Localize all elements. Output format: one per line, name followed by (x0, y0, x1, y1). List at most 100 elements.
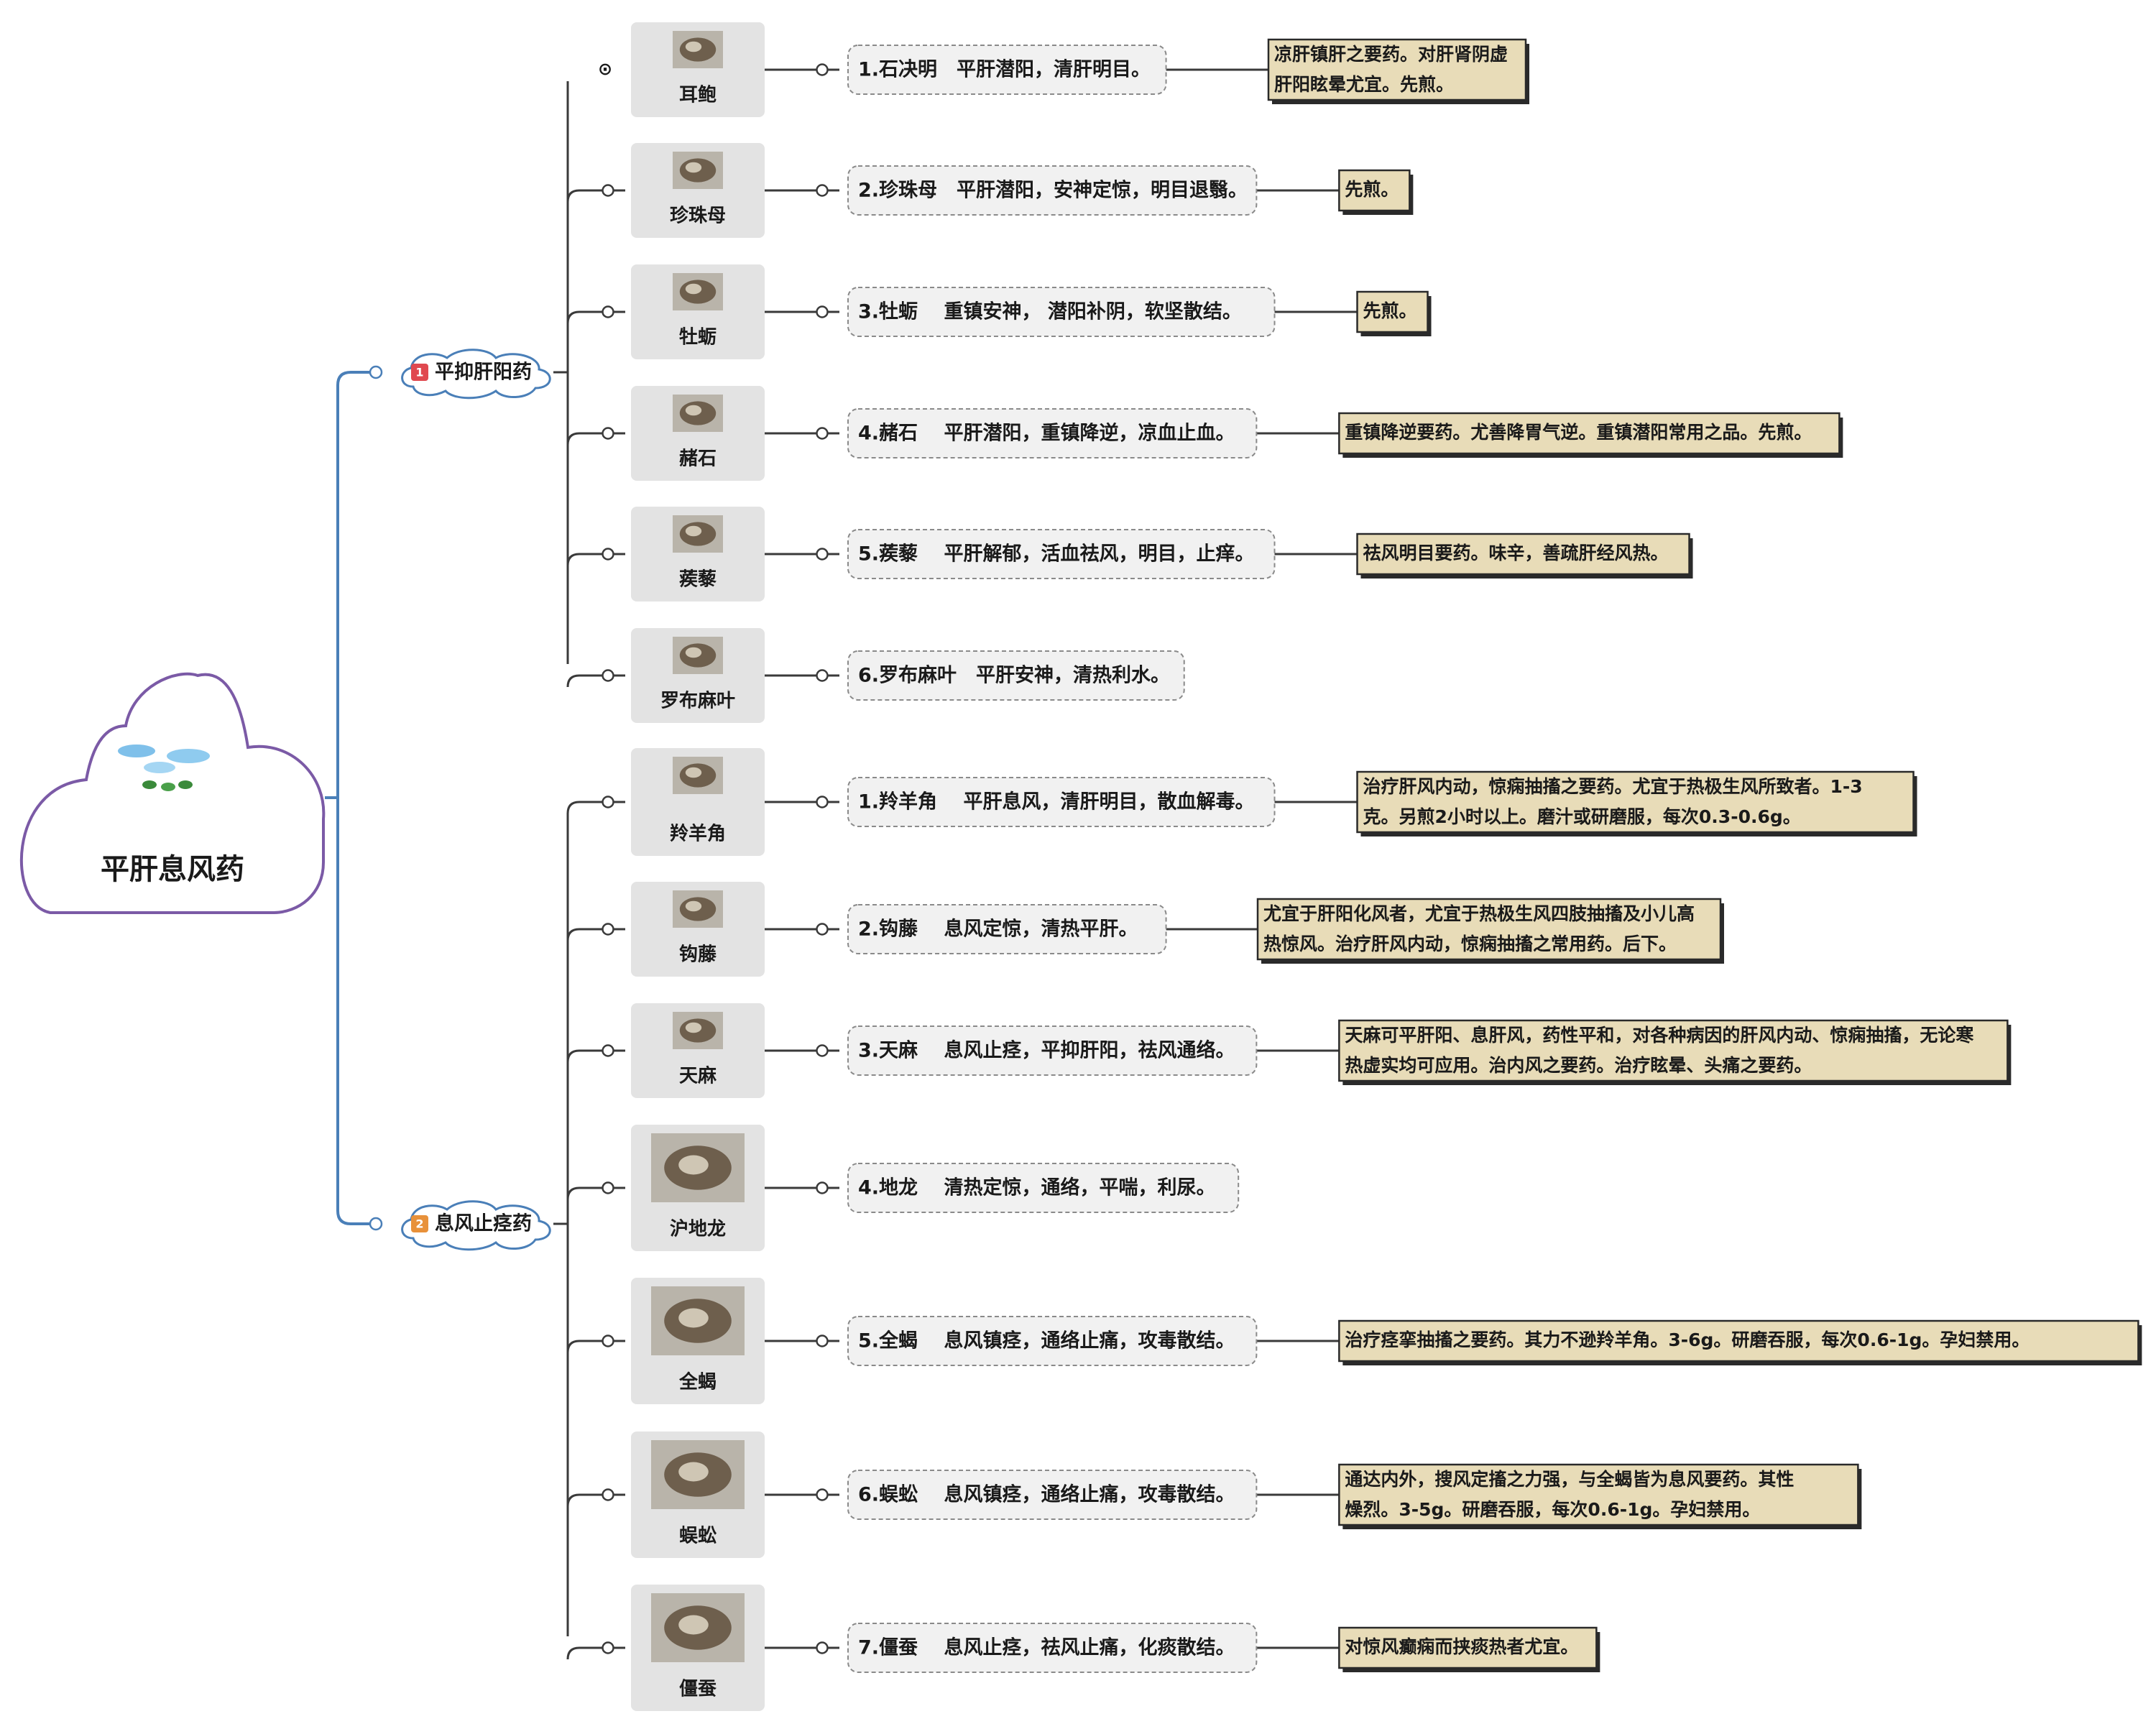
branch-collapse-knob[interactable] (603, 670, 614, 681)
description-text: 1.羚羊角 平肝息风，清肝明目，散血解毒。 (858, 790, 1254, 813)
callout-note[interactable]: 先煎。 (1339, 170, 1413, 215)
root-title: 平肝息风药 (101, 853, 244, 886)
branch-line (568, 1341, 625, 1352)
herb-name: 珍珠母 (670, 205, 726, 227)
herb-name: 全蝎 (678, 1371, 717, 1393)
group-1-collapse-knob[interactable] (370, 367, 382, 378)
description-node[interactable]: 4.地龙 清热定惊，通络，平喘，利尿。 (848, 1163, 1238, 1212)
branch-line (568, 802, 625, 813)
desc-collapse-knob[interactable] (817, 797, 828, 808)
herb-node[interactable]: 蒺藜 (631, 507, 765, 601)
description-node[interactable]: 6.蜈蚣 息风镇痉，通络止痛，攻毒散结。 (848, 1470, 1256, 1519)
description-node[interactable]: 3.天麻 息风止痉，平抑肝阳，祛风通络。 (848, 1026, 1256, 1075)
herb-node[interactable]: 天麻 (631, 1003, 765, 1098)
herb-node[interactable]: 赭石 (631, 386, 765, 481)
centipede-icon (651, 1440, 745, 1509)
herb-node[interactable]: 羚羊角 (631, 748, 765, 856)
callout-note[interactable]: 尤宜于肝阳化风者，尤宜于热极生风四肢抽搐及小儿高热惊风。治疗肝风内动，惊痫抽搐之… (1258, 899, 1724, 964)
herb-name: 沪地龙 (670, 1219, 726, 1240)
desc-collapse-knob[interactable] (817, 1183, 828, 1194)
desc-collapse-knob[interactable] (817, 65, 828, 75)
desc-collapse-knob[interactable] (817, 307, 828, 318)
desc-collapse-knob[interactable] (817, 185, 828, 196)
branch-collapse-knob[interactable] (603, 1336, 614, 1347)
callout-note[interactable]: 治疗痉挛抽搐之要药。其力不逊羚羊角。3-6g。研磨吞服，每次0.6-1g。孕妇禁… (1339, 1321, 2142, 1365)
callout-note[interactable]: 通达内外，搜风定搐之力强，与全蝎皆为息风要药。其性燥烈。3-5g。研磨吞服，每次… (1339, 1465, 1861, 1529)
description-node[interactable]: 7.僵蚕 息风止痉，祛风止痛，化痰散结。 (848, 1623, 1256, 1672)
branch-collapse-knob[interactable] (603, 185, 614, 196)
description-node[interactable]: 1.羚羊角 平肝息风，清肝明目，散血解毒。 (848, 778, 1275, 826)
callout-note[interactable]: 天麻可平肝阳、息肝风，药性平和，对各种病因的肝风内动、惊痫抽搐，无论寒热虚实均可… (1339, 1020, 2011, 1085)
description-node[interactable]: 5.蒺藜 平肝解郁，活血祛风，明目，止痒。 (848, 530, 1275, 578)
dogbane-leaf-icon (673, 637, 723, 674)
collapse-icon[interactable]: ⊙ (598, 59, 612, 79)
description-text: 6.罗布麻叶 平肝安神，清热利水。 (858, 665, 1170, 687)
desc-collapse-knob[interactable] (817, 549, 828, 560)
herb-name: 罗布麻叶 (660, 691, 735, 712)
branch-collapse-knob[interactable] (603, 1183, 614, 1194)
scorpion-icon (651, 1286, 745, 1355)
herb-name: 蒺藜 (679, 569, 717, 591)
herb-node[interactable]: 钩藤 (631, 882, 765, 977)
herb-node[interactable]: 僵蚕 (631, 1585, 765, 1711)
description-node[interactable]: 5.全蝎 息风镇痉，通络止痛，攻毒散结。 (848, 1317, 1256, 1365)
herb-node[interactable]: 罗布麻叶 (631, 628, 765, 723)
branch-collapse-knob[interactable] (603, 1490, 614, 1501)
group-2-collapse-knob[interactable] (370, 1218, 382, 1230)
description-text: 5.全蝎 息风镇痉，通络止痛，攻毒散结。 (858, 1329, 1235, 1352)
desc-collapse-knob[interactable] (817, 1490, 828, 1501)
note-text: 天麻可平肝阳、息肝风，药性平和，对各种病因的肝风内动、惊痫抽搐，无论寒 (1345, 1025, 1973, 1046)
herb-name: 牡蛎 (679, 327, 717, 349)
branch-collapse-knob[interactable] (603, 549, 614, 560)
herb-node[interactable]: 蜈蚣 (631, 1432, 765, 1558)
branch-collapse-knob[interactable] (603, 924, 614, 935)
branch-collapse-knob[interactable] (603, 1643, 614, 1654)
callout-note[interactable]: 重镇降逆要药。尤善降胃气逆。重镇潜阳常用之品。先煎。 (1339, 413, 1843, 458)
branch-collapse-knob[interactable] (603, 428, 614, 439)
callout-note[interactable]: 对惊风癫痫而挟痰热者尤宜。 (1339, 1628, 1600, 1672)
description-text: 6.蜈蚣 息风镇痉，通络止痛，攻毒散结。 (858, 1483, 1235, 1506)
herb-node[interactable]: 全蝎 (631, 1278, 765, 1404)
desc-collapse-knob[interactable] (817, 1643, 828, 1654)
pearl-shell-icon (673, 152, 723, 189)
description-node[interactable]: 4.赭石 平肝潜阳，重镇降逆，凉血止血。 (848, 409, 1256, 458)
branch-line (568, 1648, 625, 1659)
desc-collapse-knob[interactable] (817, 924, 828, 935)
desc-collapse-knob[interactable] (817, 670, 828, 681)
branch-line (568, 929, 625, 941)
branch-collapse-knob[interactable] (603, 307, 614, 318)
desc-collapse-knob[interactable] (817, 1046, 828, 1056)
desc-collapse-knob[interactable] (817, 428, 828, 439)
silkworm-icon (651, 1593, 745, 1662)
description-node[interactable]: 2.珍珠母 平肝潜阳，安神定惊，明目退翳。 (848, 166, 1256, 215)
note-text: 治疗痉挛抽搐之要药。其力不逊羚羊角。3-6g。研磨吞服，每次0.6-1g。孕妇禁… (1345, 1329, 2030, 1350)
callout-note[interactable]: 祛风明目要药。味辛，善疏肝经风热。 (1358, 534, 1693, 578)
note-text: 重镇降逆要药。尤善降胃气逆。重镇潜阳常用之品。先煎。 (1345, 422, 1812, 443)
group-1-row-6: 罗布麻叶 6.罗布麻叶 平肝安神，清热利水。 (631, 628, 1184, 723)
callout-note[interactable]: 治疗肝风内动，惊痫抽搐之要药。尤宜于热极生风所致者。1-3克。另煎2小时以上。磨… (1358, 772, 1917, 836)
description-node[interactable]: 6.罗布麻叶 平肝安神，清热利水。 (848, 651, 1184, 700)
caltrop-fruit-icon (673, 515, 723, 553)
herb-name: 耳鲍 (679, 85, 717, 106)
herb-node[interactable]: 珍珠母 (631, 143, 765, 238)
branch-collapse-knob[interactable] (603, 1046, 614, 1056)
ochre-stone-icon (673, 395, 723, 432)
description-text: 3.牡蛎 重镇安神， 潜阳补阴，软坚散结。 (858, 301, 1242, 323)
herb-node[interactable]: 耳鲍 (631, 22, 765, 117)
herb-node[interactable]: 沪地龙 (631, 1125, 765, 1251)
description-node[interactable]: 1.石决明 平肝潜阳，清肝明目。 (848, 45, 1166, 94)
desc-collapse-knob[interactable] (817, 1336, 828, 1347)
herb-node[interactable]: 牡蛎 (631, 264, 765, 359)
note-text: 尤宜于肝阳化风者，尤宜于热极生风四肢抽搐及小儿高 (1263, 903, 1695, 924)
description-node[interactable]: 3.牡蛎 重镇安神， 潜阳补阴，软坚散结。 (848, 287, 1275, 336)
root-node[interactable]: 平肝息风药 (22, 674, 323, 913)
description-node[interactable]: 2.钩藤 息风定惊，清热平肝。 (848, 905, 1166, 954)
trunk-to-group-1 (325, 372, 370, 798)
note-text: 肝阳眩晕尤宜。先煎。 (1274, 74, 1454, 95)
callout-note[interactable]: 先煎。 (1358, 292, 1432, 336)
branch-line (568, 676, 625, 687)
branch-collapse-knob[interactable] (603, 797, 614, 808)
